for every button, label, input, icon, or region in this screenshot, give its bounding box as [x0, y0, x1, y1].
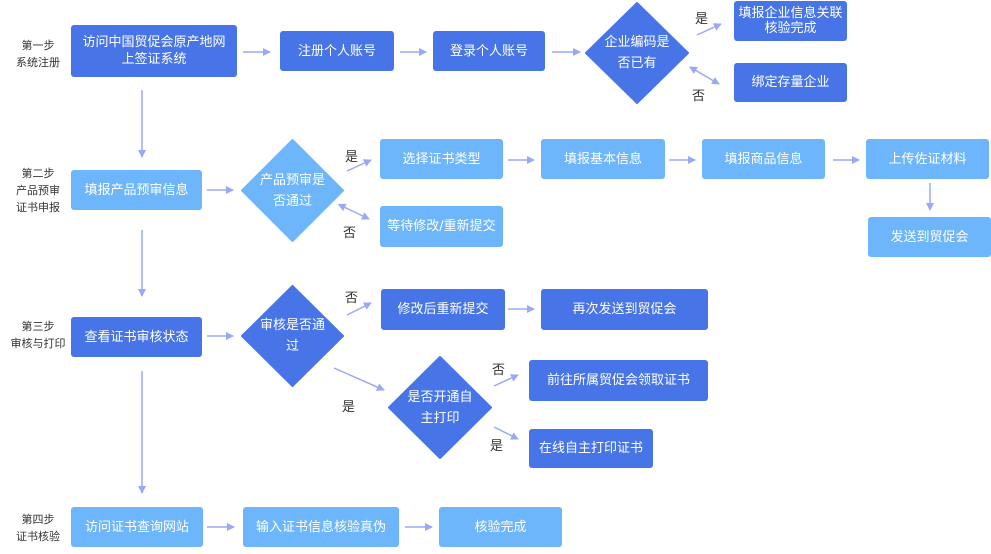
decision-review-passed-line2: 过: [285, 339, 299, 354]
node-modify-resubmit: 修改后重新提交: [381, 289, 505, 330]
node-fill-goods-info: 填报商品信息: [702, 139, 825, 179]
node-wait-resubmit: 等待修改/重新提交: [380, 206, 503, 247]
label-yes-pre-review: 是: [345, 150, 359, 165]
decision-pre-review: 产品预审是 否通过: [241, 139, 344, 242]
step4-title: 第四步: [21, 513, 55, 526]
node-verify-done: 核验完成: [439, 507, 562, 547]
label-yes-review: 是: [342, 400, 356, 415]
node-fill-company-info: 填报企业信息关联 核验完成: [734, 1, 847, 41]
node-online-print: 在线自主打印证书: [529, 429, 653, 468]
node-fill-pre-review: 填报产品预审信息: [71, 170, 202, 210]
decision-pre-review-line2: 否通过: [272, 193, 312, 209]
decision-company-code: 企业编码是 否已有: [585, 2, 689, 104]
arrow-decision1-no: [688, 66, 720, 85]
node-visit-system: 访问中国贸促会原产地网 上签证系统: [71, 25, 237, 77]
diamond-shape: [585, 2, 689, 104]
decision-company-code-line2: 否已有: [617, 56, 657, 71]
step2-subtitle-2: 证书申报: [16, 201, 60, 214]
diamond-shape: [388, 356, 492, 459]
node-input-verify: 输入证书信息核验真伪: [243, 507, 399, 547]
step4-subtitle: 证书核验: [16, 530, 60, 543]
node-check-review-status: 查看证书审核状态: [71, 317, 202, 357]
step1-subtitle: 系统注册: [16, 56, 60, 69]
decision-self-print-line2: 主打印: [420, 410, 460, 426]
node-send-to-ccpit: 发送到贸促会: [868, 217, 991, 257]
diamond-shape: [241, 285, 344, 387]
arrow-decision2-no: [337, 203, 370, 220]
node-visit-query-site: 访问证书查询网站: [71, 507, 203, 547]
node-resend-to-ccpit: 再次发送到贸促会: [541, 289, 708, 330]
node-fill-company-info-line1: 填报企业信息关联: [738, 6, 843, 21]
arrow-decision3-yes: [333, 367, 385, 391]
label-no-review: 否: [345, 291, 359, 306]
arrow-print-no: [493, 374, 519, 387]
step2-title: 第二步: [21, 167, 55, 180]
arrow-decision2-yes: [346, 159, 372, 172]
node-register-account: 注册个人账号: [280, 31, 394, 71]
label-yes-company: 是: [695, 12, 709, 27]
node-select-cert-type: 选择证书类型: [380, 139, 503, 179]
decision-company-code-line1: 企业编码是: [604, 35, 670, 50]
step3-label: 第三步 审核与打印: [4, 318, 72, 352]
node-bind-company: 绑定存量企业: [734, 63, 847, 102]
node-login-account: 登录个人账号: [433, 31, 545, 71]
decision-self-print-line1: 是否开通自: [407, 389, 473, 405]
arrow-decision3-no: [346, 302, 372, 316]
label-no-company: 否: [692, 89, 706, 104]
label-no-print: 否: [492, 363, 506, 378]
step4-label: 第四步 证书核验: [8, 511, 68, 545]
decision-self-print: 是否开通自 主打印: [388, 356, 492, 459]
node-collect-at-ccpit: 前往所属贸促会领取证书: [529, 360, 708, 401]
step2-subtitle-1: 产品预审: [16, 184, 60, 197]
step1-label: 第一步 系统注册: [8, 37, 68, 71]
node-fill-basic-info: 填报基本信息: [541, 139, 665, 179]
step1-title: 第一步: [21, 39, 55, 52]
node-visit-system-line2: 上签证系统: [121, 52, 187, 67]
node-visit-system-line1: 访问中国贸促会原产地网: [82, 35, 226, 50]
node-upload-materials: 上传佐证材料: [866, 139, 989, 179]
decision-pre-review-line1: 产品预审是: [259, 172, 325, 188]
node-fill-company-info-line2: 核验完成: [764, 21, 817, 36]
decision-review-passed: 审核是否通 过: [241, 285, 344, 387]
arrow-print-yes: [493, 426, 519, 440]
arrow-decision1-yes: [696, 23, 722, 36]
step3-title: 第三步: [21, 320, 55, 333]
label-yes-print: 是: [490, 439, 504, 454]
decision-review-passed-line1: 审核是否通: [259, 318, 325, 333]
step3-subtitle: 审核与打印: [10, 337, 66, 350]
step2-label: 第二步 产品预审 证书申报: [8, 165, 68, 216]
diamond-shape: [241, 139, 344, 242]
label-no-pre-review: 否: [343, 226, 357, 241]
